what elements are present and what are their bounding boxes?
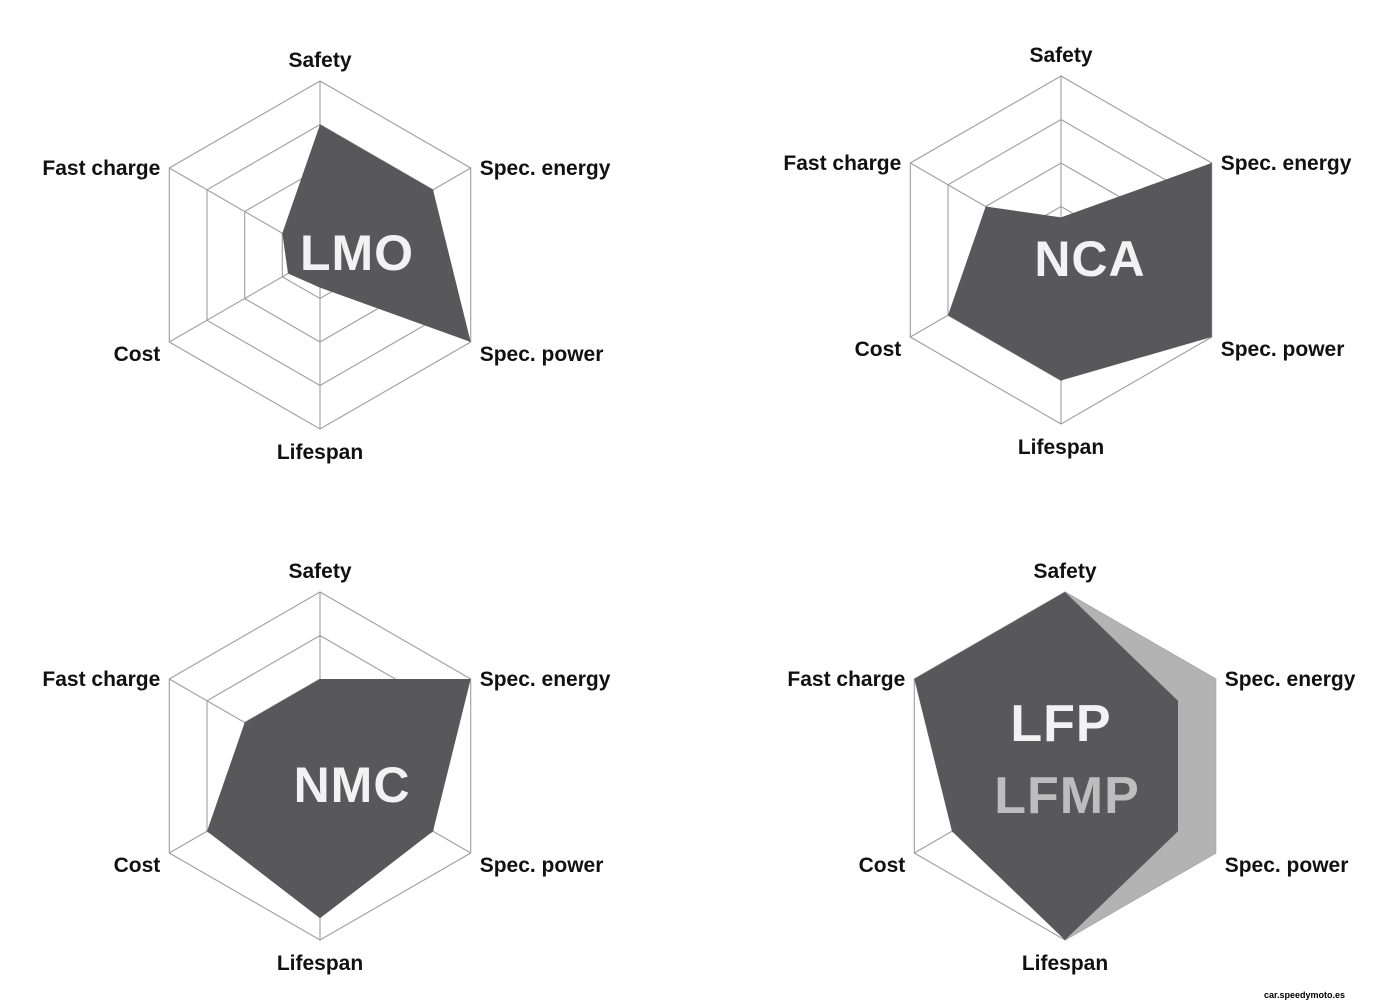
chart-title-nca: NCA xyxy=(1034,231,1145,287)
axis-label-cost: Cost xyxy=(855,338,902,361)
chart-title-lmo: LMO xyxy=(300,225,414,281)
axis-label-safety: Safety xyxy=(1033,560,1096,583)
chart-title-lfp: LFP xyxy=(1010,695,1111,753)
axis-label-fast-charge: Fast charge xyxy=(787,668,905,691)
watermark: car.speedymoto.es xyxy=(1263,990,1345,1000)
axis-label-safety: Safety xyxy=(288,49,351,72)
axis-label-cost: Cost xyxy=(859,854,906,877)
axis-label-safety: Safety xyxy=(1029,44,1092,67)
series-polygon-nmc xyxy=(207,679,471,919)
axis-label-spec-power: Spec. power xyxy=(480,854,604,877)
axis-label-fast-charge: Fast charge xyxy=(42,157,160,180)
series-polygon-nca xyxy=(948,163,1212,381)
axis-label-cost: Cost xyxy=(114,854,161,877)
axis-label-spec-energy: Spec. energy xyxy=(480,157,611,180)
axis-label-spec-power: Spec. power xyxy=(480,343,604,366)
axis-label-lifespan: Lifespan xyxy=(1018,436,1104,459)
chart-title-nmc: NMC xyxy=(294,757,411,813)
axis-label-spec-power: Spec. power xyxy=(1225,854,1349,877)
axis-label-spec-energy: Spec. energy xyxy=(480,668,611,691)
axis-label-lifespan: Lifespan xyxy=(277,441,363,464)
chart-title-lfmp: LFMP xyxy=(994,767,1140,825)
series-polygon-lfp xyxy=(914,592,1178,940)
axis-label-safety: Safety xyxy=(288,560,351,583)
axis-label-spec-power: Spec. power xyxy=(1221,338,1345,361)
axis-label-spec-energy: Spec. energy xyxy=(1221,152,1352,175)
axis-label-cost: Cost xyxy=(114,343,161,366)
series-polygon-lmo xyxy=(282,124,471,342)
axis-label-spec-energy: Spec. energy xyxy=(1225,668,1356,691)
axis-label-fast-charge: Fast charge xyxy=(783,152,901,175)
axis-label-lifespan: Lifespan xyxy=(277,952,363,975)
axis-label-lifespan: Lifespan xyxy=(1022,952,1108,975)
axis-label-fast-charge: Fast charge xyxy=(42,668,160,691)
